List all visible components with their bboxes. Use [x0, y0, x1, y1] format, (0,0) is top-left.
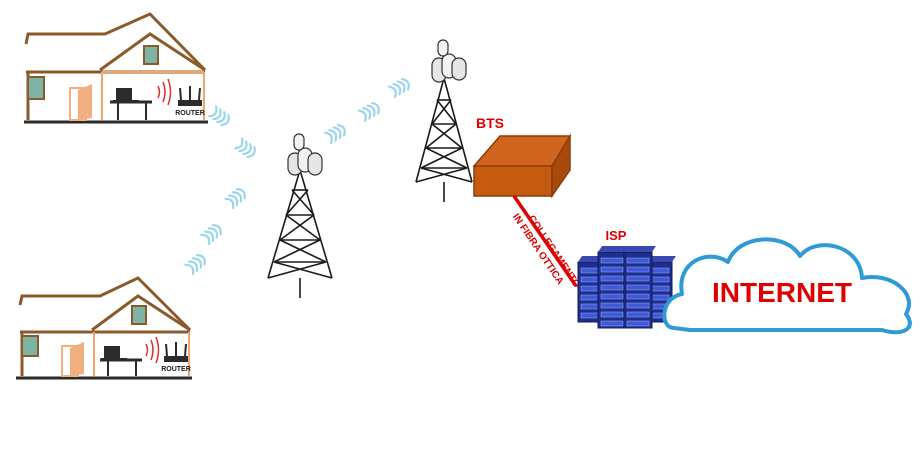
wifi-wave-arc	[228, 194, 239, 206]
server-slot	[600, 302, 624, 309]
server-rack-icon	[577, 246, 676, 329]
wifi-wave-arc	[370, 101, 380, 115]
server-top	[624, 246, 656, 252]
server-top	[598, 246, 630, 252]
wifi-wave-arc	[195, 254, 206, 266]
server-slot	[600, 311, 624, 318]
laptop-icon	[113, 88, 139, 102]
wifi-wave-arc	[328, 128, 338, 142]
wifi-wave-arc	[400, 77, 410, 91]
server-slot	[626, 275, 650, 282]
server-slot	[626, 257, 650, 264]
server-slot	[600, 275, 624, 282]
wifi-wave-arc	[357, 109, 367, 123]
wifi-wave-arc	[362, 106, 372, 120]
server-slot	[600, 284, 624, 291]
server-slot	[626, 311, 650, 318]
cloud-icon	[662, 237, 912, 335]
wifi-wave-arc	[392, 82, 402, 96]
server-slot	[626, 320, 650, 327]
wifi-wave-arc	[184, 263, 195, 276]
wifi-wave-arc	[216, 111, 226, 124]
wifi-wave-arc	[242, 143, 252, 156]
tower-icon	[267, 133, 333, 298]
house-icon: ROUTER	[16, 276, 192, 380]
wifi-wave-arc	[200, 233, 211, 246]
bts-label: BTS	[476, 115, 504, 131]
wifi-wave-arc	[234, 137, 244, 150]
fiber-link	[512, 195, 578, 287]
wifi-wave-arc	[231, 191, 243, 203]
server-slot	[626, 266, 650, 273]
wifi-wave-arc	[235, 188, 246, 200]
wifi-wave-arc	[204, 230, 215, 242]
wifi-wave-arc	[220, 113, 230, 127]
wifi-wave-arc	[336, 123, 346, 137]
wifi-wave-arc	[323, 131, 333, 145]
wifi-wave-arc	[207, 227, 219, 239]
server-slot	[600, 320, 624, 327]
isp-label: ISP	[606, 228, 627, 243]
wifi-wave-arc	[332, 126, 342, 140]
server-slot	[600, 266, 624, 273]
tower-icon	[415, 39, 473, 202]
wifi-wave-arc	[366, 104, 376, 118]
router-label-top: ROUTER	[175, 110, 205, 117]
server-slot	[600, 293, 624, 300]
wifi-wave-arc	[211, 224, 222, 236]
wifi-wave-icon	[184, 77, 410, 276]
wifi-wave-arc	[208, 105, 218, 118]
server-top	[646, 256, 676, 262]
server-slot	[626, 284, 650, 291]
house-icon: ROUTER	[24, 12, 208, 124]
server-slot	[626, 293, 650, 300]
wifi-wave-arc	[191, 257, 203, 269]
wifi-wave-arc	[396, 80, 406, 94]
fiber-label: COLLEGAMENTO IN FIBRA OTTICA	[510, 212, 582, 290]
router-label-bottom: ROUTER	[161, 366, 191, 373]
wifi-wave-arc	[188, 260, 199, 272]
internet-label: INTERNET	[712, 277, 852, 308]
bts-box	[472, 133, 572, 199]
router-icon	[178, 86, 202, 106]
server-slot	[600, 257, 624, 264]
wifi-wave-arc	[387, 85, 397, 99]
wifi-wave-arc	[246, 145, 256, 159]
wifi-wave-arc	[238, 140, 248, 153]
server-slot	[626, 302, 650, 309]
wifi-wave-arc	[212, 108, 222, 121]
laptop-icon	[101, 346, 127, 360]
wifi-wave-arc	[224, 197, 235, 210]
router-icon	[164, 342, 188, 362]
